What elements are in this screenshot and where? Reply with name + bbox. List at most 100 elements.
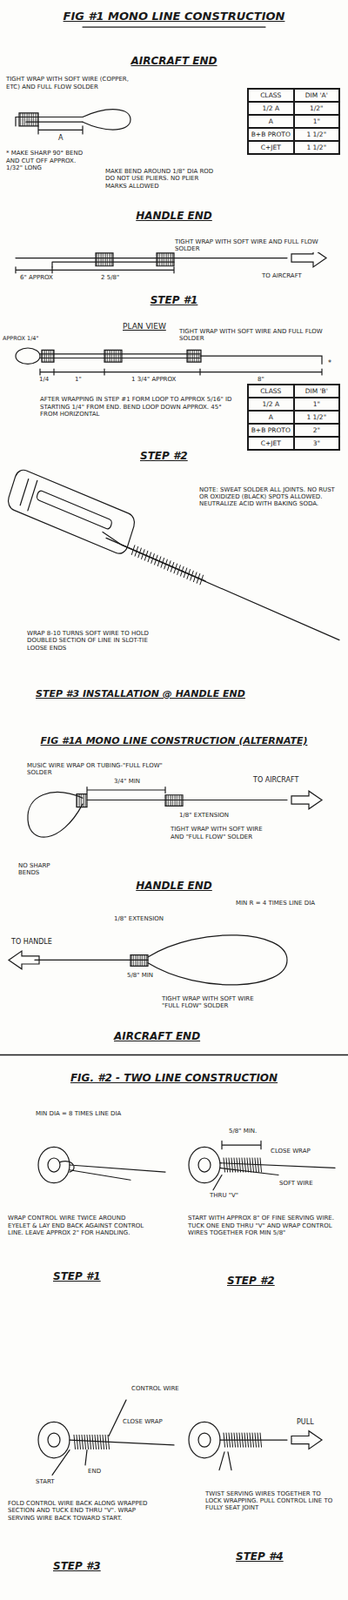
coil-stroke [160,557,165,568]
coil-stroke [157,556,161,567]
handle-end-step1 [15,248,327,274]
serving-wrap-stroke [236,1432,239,1447]
note-text: TIGHT WRAP WITH SOFT WIRE AND "FULL FLOW… [169,825,275,841]
dimension-label: TO AIRCRAFT [261,272,303,280]
serving-wrap-stroke [257,1157,260,1172]
dimension-label: 1" [73,375,83,383]
dimension-label: CLOSE WRAP [269,1147,312,1155]
serving-wrap-stroke [105,1434,108,1449]
serving-wrap-stroke [228,1432,231,1447]
dimension-label: CONTROL WIRE [130,1385,181,1392]
dimension-label: 2 5/8" [100,274,121,282]
section-heading: STEP #2 [226,1274,276,1287]
serving-wrap-stroke [228,1157,231,1172]
note-text: WRAP 8-10 TURNS SOFT WIRE TO HOLD DOUBLE… [26,629,157,652]
coil-stroke [174,563,178,574]
serving-wrap-stroke [87,1434,89,1449]
serving-wrap-stroke [234,1432,236,1447]
table-cell: 1/2 A [247,101,295,115]
table-cell: C+JET [247,140,295,154]
serving-wrap-stroke [249,1157,252,1172]
dimension-label: 1/8" EXTENSION [178,811,230,819]
section-heading: HANDLE END [134,209,214,222]
note-text: MIN R = 4 TIMES LINE DIA [234,899,322,907]
section-heading: STEP #2 [139,449,189,462]
alternate-aircraft-end [8,935,288,985]
coil-stroke [193,572,197,583]
serving-wrap-stroke [241,1157,244,1172]
serving-wrap-stroke [239,1432,241,1447]
note-text: NOTE: SWEAT SOLDER ALL JOINTS. NO RUST O… [198,486,342,509]
dimension-label: 1/8" EXTENSION [113,915,165,923]
dimension-table: CLASSDIM 'B'1/2 A1"A1 1/2"B+B PROTO2"C+J… [247,383,341,451]
serving-wrap-stroke [249,1432,252,1447]
table-cell: A [247,114,295,128]
table-cell: C+JET [247,436,295,450]
coil-stroke [151,554,155,564]
section-heading: FIG. #2 - TWO LINE CONSTRUCTION [69,1071,279,1085]
dimension-table: CLASSDIM 'A'1/2 A1/2"A1"B+B PROTO1 1/2"C… [247,87,341,155]
table-cell: 2" [294,423,341,437]
coil-stroke [138,548,142,558]
coil-stroke [167,561,172,571]
serving-wrap-stroke [252,1157,255,1172]
serving-wrap-stroke [236,1157,239,1172]
note-text: TIGHT WRAP WITH SOFT WIRE AND FULL FLOW … [178,327,344,343]
section-heading: HANDLE END [134,879,214,892]
serving-wrap-stroke [81,1434,84,1449]
section-heading: AIRCRAFT END [129,54,218,67]
table-cell: 1 1/2" [294,140,341,154]
serving-wrap-stroke [234,1157,236,1172]
dimension-label: 5/8" MIN. [227,1127,258,1135]
section-heading: STEP #4 [234,1550,285,1563]
table-cell: CLASS [247,384,295,398]
dimension-label: TO AIRCRAFT [252,776,300,785]
serving-wrap-stroke [239,1157,241,1172]
serving-wrap-stroke [100,1434,102,1449]
table-cell: B+B PROTO [247,127,295,141]
dimension-label: PULL [295,1418,315,1427]
serving-wrap-stroke [76,1434,79,1449]
section-heading: STEP #1 [52,1270,102,1283]
coil-stroke [177,565,181,576]
coil-stroke [144,550,148,561]
coil-stroke [170,562,174,572]
coil-stroke [131,545,135,556]
serving-wrap-stroke [231,1432,234,1447]
serving-wrap-stroke [254,1157,257,1172]
serving-wrap-stroke [94,1434,97,1449]
note-text: AFTER WRAPPING IN STEP #1 FORM LOOP TO A… [39,395,235,418]
serving-wrap-stroke [79,1434,81,1449]
section-heading: STEP #3 [52,1559,102,1573]
serving-wrap-stroke [241,1432,244,1447]
dimension-label: 5/8" MIN [126,971,154,979]
coil-stroke [147,552,152,563]
serving-wrap-stroke [231,1157,234,1172]
coil-stroke [141,549,146,560]
serving-wrap-stroke [226,1157,228,1172]
coil-stroke [180,566,184,576]
table-cell: 1" [294,397,341,411]
table-cell: 1/2 A [247,397,295,411]
dimension-label: START [34,1478,56,1486]
coil-stroke [187,569,191,580]
dimension-label: 8" [256,375,266,383]
eyelet-step4 [188,1421,322,1470]
note-text: FOLD CONTROL WIRE BACK ALONG WRAPPED SEC… [6,1499,151,1522]
serving-wrap-stroke [257,1432,260,1447]
section-heading: STEP #1 [149,294,200,307]
serving-wrap-stroke [247,1432,249,1447]
dimension-label: PLAN VIEW [121,321,168,332]
dimension-label: * [327,359,333,369]
coil-stroke [183,568,188,578]
note-text: TIGHT WRAP WITH SOFT WIRE AND FULL FLOW … [174,238,340,254]
serving-wrap-stroke [102,1434,105,1449]
table-cell: 1 1/2" [294,410,341,424]
note-text: WRAP CONTROL WIRE TWICE AROUND EYELET & … [6,1214,151,1237]
dimension-label: THRU "V" [208,1191,240,1199]
dimension-label: 6" APPROX [19,274,54,282]
dimension-label: 1 3/4" APPROX [130,375,177,383]
note-text: * MAKE SHARP 90° BEND AND CUT OFF APPROX… [5,149,93,172]
eyelet-step3 [38,1399,174,1475]
dimension-label: END [87,1467,102,1475]
